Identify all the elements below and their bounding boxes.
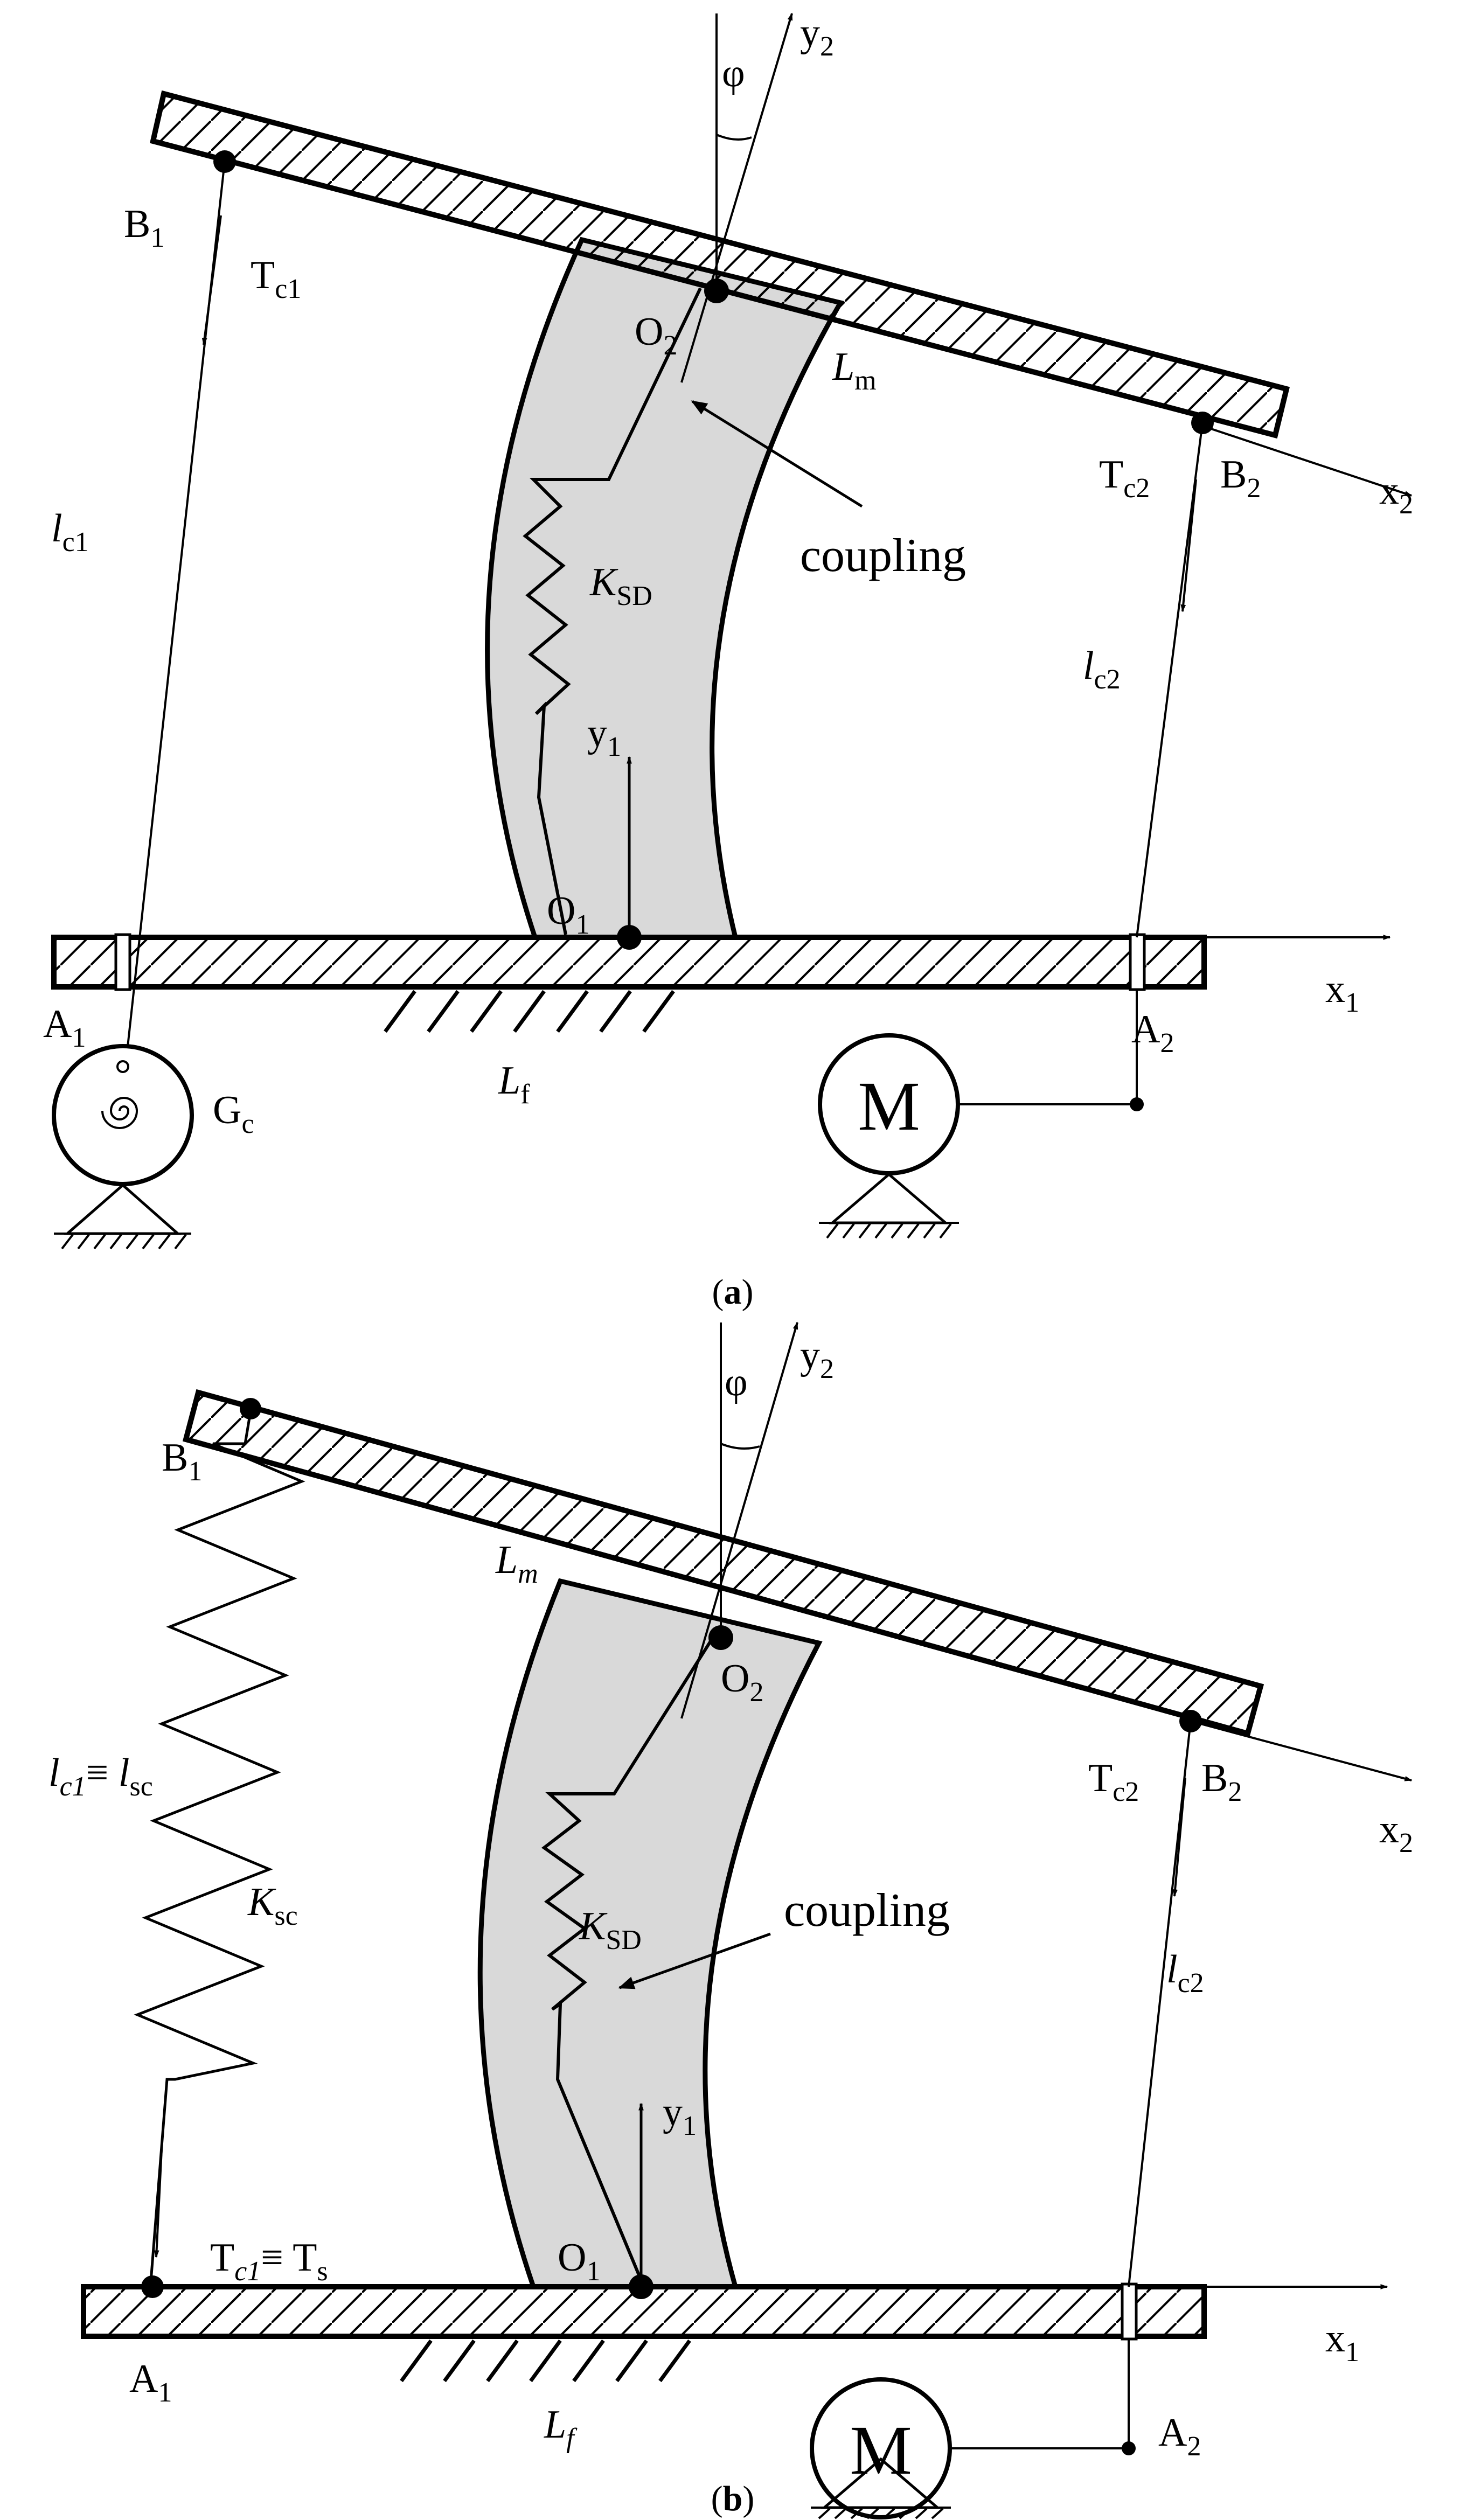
joint-O1-a xyxy=(617,925,642,950)
tc2-arrow-a xyxy=(1180,479,1197,612)
hole-A2-a xyxy=(1129,933,1146,991)
spring-ksc-b xyxy=(134,1411,305,2282)
label-A1-b: A1 xyxy=(129,2357,172,2408)
label-A2-b: A2 xyxy=(1158,2411,1201,2462)
label-x2-b: x2 xyxy=(1379,1807,1413,1858)
joint-B2-b xyxy=(1179,1710,1202,1732)
label-Lf-b: Lf xyxy=(544,2403,578,2454)
label-Lf-a: Lf xyxy=(498,1059,530,1110)
label-x2-a: x2 xyxy=(1379,469,1413,520)
motor-b xyxy=(810,2377,952,2519)
moving-platform-b xyxy=(182,1389,1264,1737)
tc2-arrow-b xyxy=(1172,1777,1186,1897)
reel-support-a xyxy=(64,1183,182,1235)
hole-A1-a xyxy=(114,933,131,991)
motor-cable-b xyxy=(951,2338,1130,2449)
label-O1-b: O1 xyxy=(558,2236,600,2287)
label-O2-a: O2 xyxy=(635,310,677,361)
y2-axis-b xyxy=(680,1321,798,1719)
motor-label-a: M xyxy=(858,1068,920,1145)
label-B1-b: B1 xyxy=(162,1436,202,1487)
label-KSD-b: KSD xyxy=(579,1904,642,1955)
label-B2-b: B2 xyxy=(1201,1756,1242,1807)
label-lc1-a: lc1 xyxy=(51,506,89,558)
label-x1-a: x1 xyxy=(1325,967,1359,1018)
label-lc2-a: lc2 xyxy=(1083,644,1121,695)
cable-lc2-b xyxy=(1128,1721,1192,2287)
joint-B1-a xyxy=(213,150,236,173)
label-y1-b: y1 xyxy=(663,2090,697,2141)
label-Ksc-b: Ksc xyxy=(247,1880,298,1931)
reel-spiral-icon-a xyxy=(101,1097,138,1129)
caption-a: (a) xyxy=(712,1272,754,1312)
label-phi-a: φ xyxy=(722,51,745,95)
label-y2-b: y2 xyxy=(800,1333,834,1384)
motor-support-a xyxy=(829,1172,949,1224)
label-coupling-b: coupling xyxy=(784,1884,950,1937)
joint-O2-b xyxy=(708,1625,733,1650)
motor-ground-a xyxy=(819,1222,959,1239)
label-O1-a: O1 xyxy=(547,889,589,940)
spring-damper-a xyxy=(523,287,702,935)
joint-motor-a xyxy=(1130,1097,1144,1111)
label-Tc2-b: Tc2 xyxy=(1088,1756,1139,1807)
joint-O2-a xyxy=(704,279,729,303)
x2-axis-b xyxy=(1190,1720,1413,1781)
joint-O1-b xyxy=(629,2274,653,2299)
joint-B2-a xyxy=(1191,412,1214,434)
label-lc2-b: lc2 xyxy=(1166,1947,1204,1999)
x2-axis-a xyxy=(1201,424,1413,497)
reel-hub-a xyxy=(116,1060,129,1073)
joint-B1-b xyxy=(240,1398,261,1419)
tc1-arrow-b xyxy=(154,2149,163,2258)
panel-b: M φ y2 B1 Lm O2 lc1≡ lsc Ksc KSD couplin… xyxy=(48,1321,1413,2519)
phi-arc-b xyxy=(720,1443,760,1450)
label-y2-a: y2 xyxy=(800,11,834,62)
label-Gc-a: Gc xyxy=(213,1088,254,1139)
label-B1-a: B1 xyxy=(124,202,164,253)
joint-motor-b xyxy=(1122,2441,1136,2455)
label-B2-a: B2 xyxy=(1220,453,1261,504)
label-lc1-lsc-b: lc1≡ lsc xyxy=(48,1751,153,1802)
label-Lm-b: Lm xyxy=(495,1538,538,1589)
ground-hatch-b xyxy=(400,2339,691,2383)
label-Lm-a: Lm xyxy=(832,345,877,396)
reel-ground-a xyxy=(54,1233,191,1250)
label-KSD-a: KSD xyxy=(589,560,652,611)
panel-a: M B1 Tc1 lc1 φ y2 O2 Lm B2 Tc2 x2 coupli… xyxy=(43,11,1413,1312)
ground-hatch-a xyxy=(384,990,675,1033)
caption-b: (b) xyxy=(711,2479,755,2518)
coupling-band-b xyxy=(477,1578,823,2289)
phi-arc-a xyxy=(716,134,752,141)
label-phi-b: φ xyxy=(725,1360,748,1404)
coupling-pointer-a xyxy=(691,400,863,508)
hole-A2-b xyxy=(1121,2282,1138,2341)
label-coupling-a: coupling xyxy=(800,530,966,582)
label-O2-b: O2 xyxy=(721,1656,763,1708)
label-A1-a: A1 xyxy=(43,1002,86,1053)
moving-platform-a xyxy=(150,90,1290,439)
label-x1-b: x1 xyxy=(1325,2316,1359,2368)
motor-cable-a xyxy=(959,988,1138,1105)
tc1-arrow-a xyxy=(201,215,222,346)
motor-ground-b xyxy=(811,2507,951,2519)
label-Tc1-a: Tc1 xyxy=(251,253,301,304)
joint-A1-b xyxy=(141,2275,164,2298)
label-Tc1-Ts-b: Tc1≡ Ts xyxy=(210,2236,328,2287)
label-A2-a: A2 xyxy=(1131,1007,1174,1059)
label-Tc2-a: Tc2 xyxy=(1099,453,1150,504)
motor-label-b: M xyxy=(850,2412,912,2489)
coupling-pointer-b xyxy=(618,1932,771,1989)
label-y1-a: y1 xyxy=(587,711,621,762)
spring-damper-b xyxy=(541,1639,713,2288)
y2-axis-a xyxy=(680,12,793,383)
cable-lc2-a xyxy=(1136,422,1204,938)
